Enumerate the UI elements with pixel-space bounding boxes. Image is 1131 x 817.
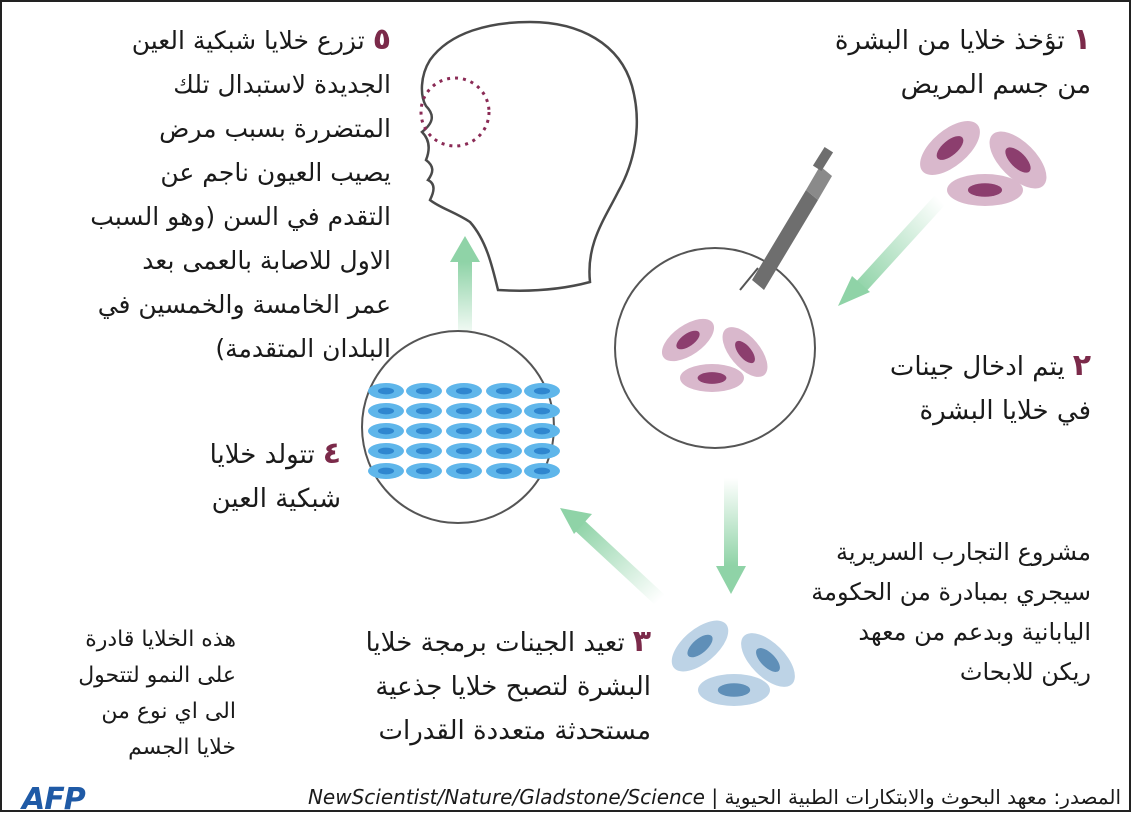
skin-cell	[911, 111, 989, 185]
arrow-skin-to-dish	[838, 200, 940, 306]
step-1-line-2: من جسم المريض	[835, 63, 1091, 107]
retina-cells	[368, 383, 560, 479]
retina-cell	[524, 463, 560, 479]
step-5-line-8: البلدان المتقدمة)	[90, 327, 391, 371]
step-3-text: ٣ تعيد الجينات برمجة خلايا البشرة لتصبح خ…	[366, 620, 651, 753]
retina-cell	[446, 463, 482, 479]
retina-cell	[524, 403, 560, 419]
cells-note-line-1: هذه الخلايا قادرة	[78, 622, 236, 658]
step-2-line-2: في خلايا البشرة	[890, 389, 1091, 433]
project-note-line-2: سيجري بمبادرة من الحكومة	[811, 572, 1091, 612]
retina-cell	[406, 403, 442, 419]
retina-cell	[368, 463, 404, 479]
retina-cell	[486, 403, 522, 419]
project-note-line-4: ريكن للابحاث	[811, 652, 1091, 692]
step-3-line-1: تعيد الجينات برمجة خلايا	[366, 628, 625, 658]
step-5-line-4: يصيب العيون ناجم عن	[90, 151, 391, 195]
step-2-line-1: يتم ادخال جينات	[890, 352, 1065, 382]
step-1-line-1: تؤخذ خلايا من البشرة	[835, 26, 1065, 56]
step-1-number: ١	[1073, 22, 1091, 57]
step-5-line-3: المتضررة بسبب مرض	[90, 107, 391, 151]
retina-cell	[486, 463, 522, 479]
project-note: مشروع التجارب السريرية سيجري بمبادرة من …	[811, 532, 1091, 692]
step-4-line-1: تتولد خلايا	[210, 440, 315, 470]
retina-cell	[368, 423, 404, 439]
retina-cell	[524, 383, 560, 399]
step-3-line-3: مستحدثة متعددة القدرات	[366, 709, 651, 753]
retina-cell	[368, 443, 404, 459]
source-prefix: المصدر: معهد البحوث والابتكارات الطبية ا…	[724, 785, 1121, 809]
arrow-retina-to-head	[450, 236, 480, 342]
step-5-line-2: الجديدة لاستبدال تلك	[90, 63, 391, 107]
project-note-line-1: مشروع التجارب السريرية	[811, 532, 1091, 572]
cells-note-line-3: الى اي نوع من	[78, 694, 236, 730]
retina-cell	[446, 383, 482, 399]
retina-cell	[524, 423, 560, 439]
step-5-line-7: عمر الخامسة والخمسين في	[90, 283, 391, 327]
dish-cell	[680, 364, 744, 392]
source-separator: |	[711, 785, 718, 809]
retina-cell	[446, 443, 482, 459]
retina-cell	[406, 423, 442, 439]
retina-cell	[406, 383, 442, 399]
cells-note-line-2: على النمو لتتحول	[78, 658, 236, 694]
retina-cell	[486, 443, 522, 459]
retina-cell	[446, 423, 482, 439]
step-4-line-2: شبكية العين	[210, 477, 341, 521]
step-4-text: ٤ تتولد خلايا شبكية العين	[210, 432, 341, 521]
source-journals: NewScientist/Nature/Gladstone/Science	[308, 785, 705, 809]
retina-cell	[486, 383, 522, 399]
step-3-line-2: البشرة لتصبح خلايا جذعية	[366, 665, 651, 709]
step-5-text: ٥ تزرع خلايا شبكية العين الجديدة لاستبدال…	[90, 18, 391, 371]
step-5-number: ٥	[373, 22, 391, 57]
step-5-line-5: التقدم في السن (وهو السبب	[90, 195, 391, 239]
step-4-number: ٤	[323, 436, 341, 471]
arrow-stem-to-retina	[560, 508, 660, 600]
retina-cell	[486, 423, 522, 439]
retina-cell	[524, 443, 560, 459]
skin-cell	[947, 174, 1023, 206]
head-profile	[422, 22, 637, 291]
skin-cells	[911, 111, 1056, 206]
step-1-text: ١ تؤخذ خلايا من البشرة من جسم المريض	[835, 18, 1091, 107]
retina-cell	[446, 403, 482, 419]
retina-cell	[368, 383, 404, 399]
cells-note-line-4: خلايا الجسم	[78, 730, 236, 766]
step-3-number: ٣	[633, 624, 651, 659]
retina-cell	[368, 403, 404, 419]
stem-cell	[698, 674, 770, 706]
petri-dish	[615, 248, 815, 448]
step-2-number: ٢	[1073, 348, 1091, 383]
source-credit: المصدر: معهد البحوث والابتكارات الطبية ا…	[308, 784, 1121, 810]
step-2-text: ٢ يتم ادخال جينات في خلايا البشرة	[890, 344, 1091, 433]
project-note-line-3: اليابانية وبدعم من معهد	[811, 612, 1091, 652]
retina-cell	[406, 443, 442, 459]
arrow-dish-to-stem	[716, 478, 746, 594]
step-5-line-6: الاول للاصابة بالعمى بعد	[90, 239, 391, 283]
stem-cells	[663, 611, 804, 706]
stem-cell	[663, 611, 737, 681]
retina-cell	[406, 463, 442, 479]
step-5-line-1: تزرع خلايا شبكية العين	[132, 26, 365, 55]
cells-note: هذه الخلايا قادرة على النمو لتتحول الى ا…	[78, 622, 236, 766]
